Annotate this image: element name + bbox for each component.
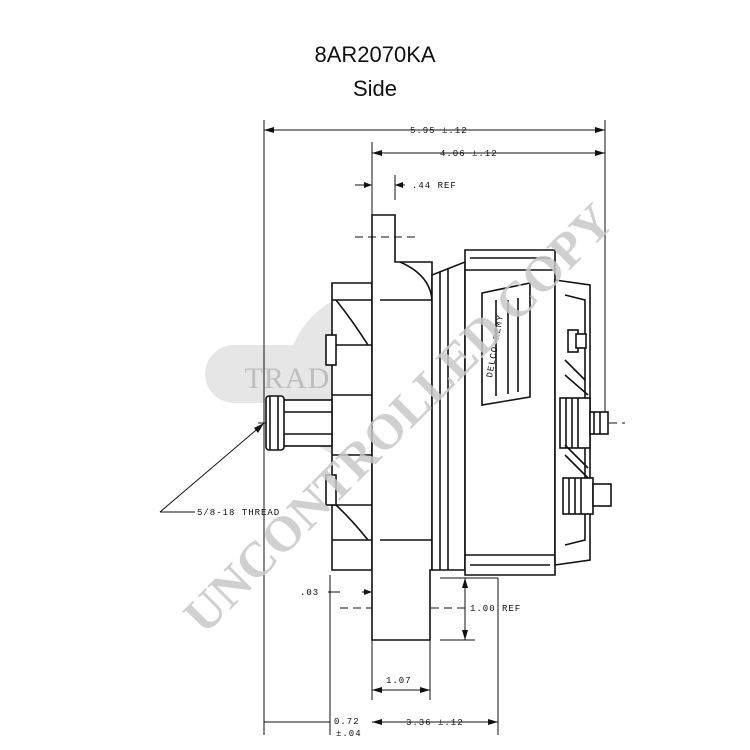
dim-pulley-width-tol: ±.04 [336,729,362,739]
battery-terminal [559,397,609,449]
dim-body-length: 4.06 ±.12 [440,149,498,159]
nameplate: DELCO REMY [481,282,531,406]
ground-terminal [562,477,612,515]
dim-pulley-width: 0.72 [334,717,360,727]
dim-base-length: 3.36 ±.12 [406,718,464,728]
dim-gap: .03 [300,588,319,598]
dimension-labels: 5.95 ±.12 4.06 ±.12 .44 REF 5/8-18 THREA… [197,126,521,739]
dim-ref-offset: .44 REF [412,181,457,191]
dimension-lines [159,120,606,735]
part-number-title: 8AR2070KA [314,42,436,67]
view-label: Side [352,76,398,101]
dim-mount-offset: 1.07 [386,676,412,686]
dim-thread: 5/8-18 THREAD [197,508,280,518]
alternator-body: DELCO REMY [258,214,625,641]
dim-overall-length: 5.95 ±.12 [410,126,468,136]
dim-mount-ref: 1.00 REF [470,604,521,614]
